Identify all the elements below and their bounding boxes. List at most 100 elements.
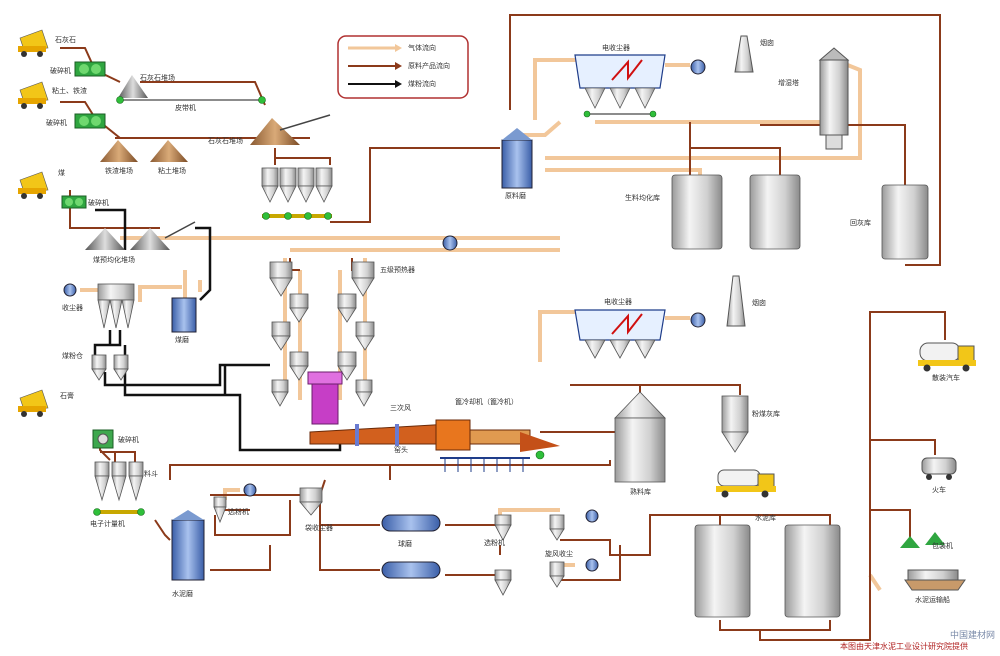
raw-ash-label: 回灰库 [850,218,871,227]
clay-iron-in-label: 粘土、铁渣 [52,86,87,95]
fly-ash-label: 粉煤灰库 [752,409,780,418]
clinker-silo-label: 熟料库 [630,487,651,496]
ep-mid-label: 电收尘器 [604,297,632,306]
coal-flow-lines [93,208,342,452]
clay-yard-label: 粘土堆场 [158,166,186,175]
ep-top [574,54,666,118]
gas-flow-lines [80,58,882,592]
cooler-label: 篦冷却机（篦冷机） [455,397,518,406]
dust-collector-left-label: 收尘器 [62,303,83,312]
legend-coal-label: 煤粉流向 [408,79,436,88]
separator-label: 选粉机 [484,538,505,547]
coal-mill [171,297,197,333]
raw-mill [501,128,533,189]
ash-truck [716,469,776,498]
coal-crusher-label: 破碎机 [88,198,109,207]
legend-material-label: 原料产品流向 [408,61,450,70]
bulk-truck-label: 散装汽车 [932,373,960,382]
belt-scale-label: 电子计量机 [90,519,125,528]
cement-mill [171,510,205,581]
dust-small-label: 袋收尘器 [305,523,333,532]
raw-mill-label: 原料磨 [505,191,526,200]
dust-collector-left [97,283,135,329]
fan-icon [690,59,706,75]
fan-icon [442,235,458,251]
collector-1 [549,514,565,541]
ball-mill-1 [381,514,441,532]
dump-truck-clay [18,81,49,109]
kiln-label: 窑头 [394,445,408,454]
iron-pile [100,140,138,162]
legend-gas-label: 气体流向 [408,43,436,52]
cement-silos [694,524,841,618]
crusher-2 [74,113,106,129]
ship-label: 水泥运输船 [915,595,950,604]
cement-batching-silos [93,461,145,516]
coal-in-label: 煤 [58,168,65,177]
bulk-truck [918,342,976,372]
train-label: 火车 [932,485,946,494]
limestone-yard2-label: 石灰石堆场 [208,136,243,145]
bag-filter [299,487,323,516]
coal-bin-label: 煤粉仓 [62,351,83,360]
packer [900,532,945,548]
fan-icon [585,558,599,572]
gypsum-in-label: 石膏 [60,391,74,400]
coal-homog-label: 煤预均化堆场 [93,255,135,264]
crusher2-label: 破碎机 [46,118,67,127]
raw-homog-label: 生料均化库 [625,193,660,202]
separator-2 [494,569,512,596]
watermark: 中国建材网 [950,629,995,641]
coal-crusher [61,195,87,209]
collector-label: 旋风收尘 [545,549,573,558]
fan-icon [585,509,599,523]
gypsum-crusher [92,429,114,449]
coal-homog-piles [85,221,196,250]
coal-powder-bin [91,354,129,381]
fan-icon [690,312,706,328]
cement-silo-label: 水泥库 [755,513,776,522]
train-car [921,457,957,480]
fly-ash-silo [721,395,749,453]
conditioning-tower [818,47,850,150]
separator-1 [494,514,512,541]
packer-label: 包装机 [932,541,953,550]
preheater-tower [269,261,375,425]
clinker-cooler [435,419,560,472]
clay-pile [150,140,188,162]
ep-mid [574,309,666,359]
batching-bin-label: 料斗 [144,469,158,478]
iron-yard-label: 铁渣堆场 [105,166,133,175]
clinker-silo [614,391,666,483]
crusher1-label: 破碎机 [50,66,71,75]
ball-mill-2 [381,561,441,579]
limestone-yard1-label: 石灰石堆场 [140,73,175,82]
cyclone-1 [213,496,227,524]
coal-mill-label: 煤磨 [175,335,189,344]
belt-label: 皮带机 [175,103,196,112]
chimney-top-label: 烟囱 [760,38,774,47]
ship [904,569,966,591]
cyclone1-label: 选粉机 [228,507,249,516]
ball-mill1-label: 球磨 [398,539,412,548]
chimney-top [734,35,754,73]
legend: 气体流向 原料产品流向 煤粉流向 [337,35,469,99]
rotary-kiln [309,423,451,446]
raw-ash-silo [881,184,929,260]
limestone-pile-2 [250,114,331,145]
collector-2 [549,561,565,588]
chimney-mid [726,275,746,327]
limestone-in-label: 石灰石 [55,35,76,44]
raw-batching-silos [261,167,333,220]
chimney-mid-label: 烟囱 [752,298,766,307]
footnote: 本图由天津水泥工业设计研究院提供 [840,641,968,651]
fan-icon [63,283,77,297]
ep-top-label: 电收尘器 [602,43,630,52]
dump-truck-coal [18,171,49,199]
gypsum-crusher-label: 破碎机 [118,435,139,444]
dump-truck-limestone [18,29,49,57]
preheater-label: 五级预热器 [380,265,415,274]
cond-tower-label: 增湿塔 [778,78,799,87]
limestone-pile-1 [118,75,148,98]
